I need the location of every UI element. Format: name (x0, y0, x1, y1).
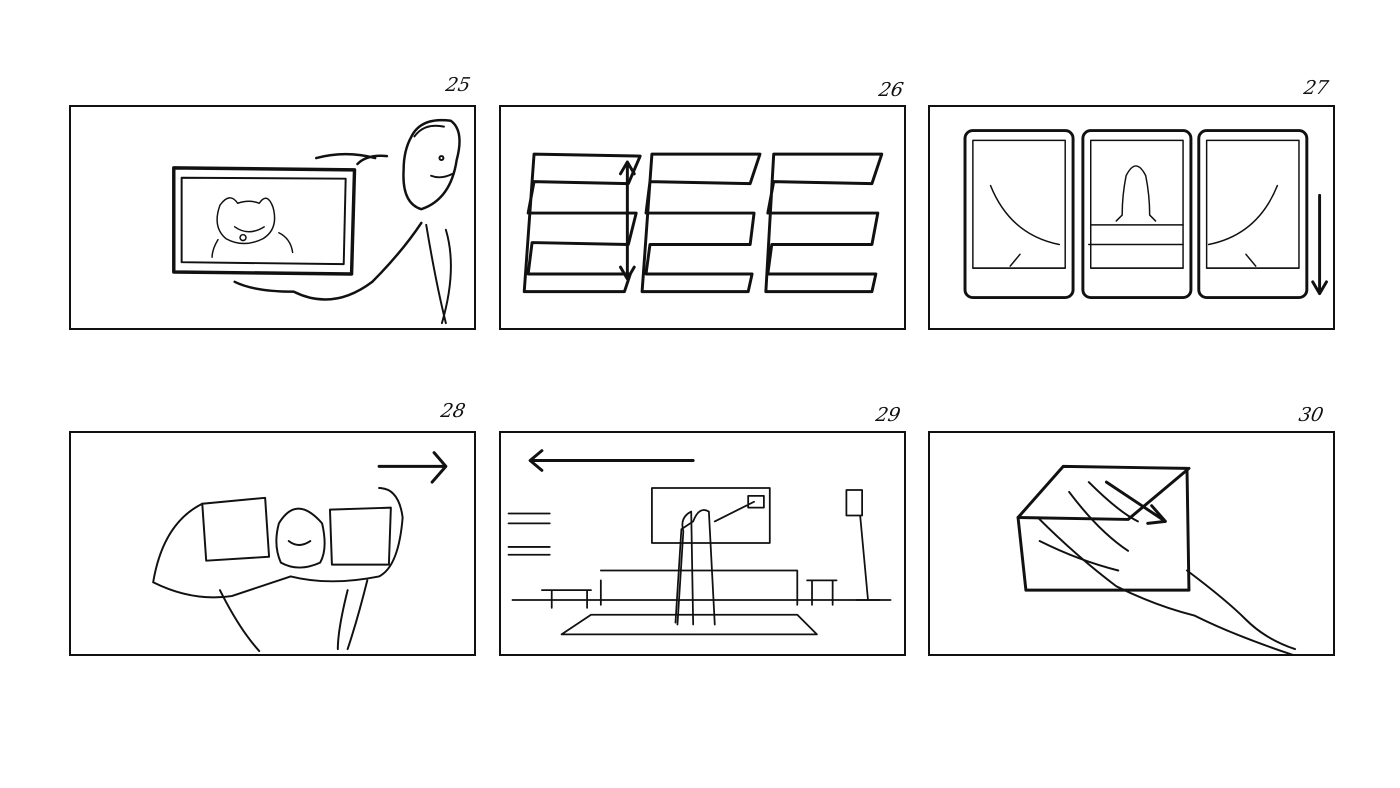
storyboard-panel-25 (69, 105, 476, 330)
storyboard-panel-27 (928, 105, 1335, 330)
sketch-couple-selfie-living-room (507, 449, 892, 636)
panel-number-30: 30 (1297, 404, 1326, 426)
sketch-person-lifting-boxes (152, 451, 448, 653)
panel-number-28: 28 (439, 400, 468, 422)
storyboard-panel-29 (499, 431, 906, 656)
sketch-hand-pushing-box (1016, 464, 1297, 654)
storyboard-panel-30 (928, 431, 1335, 656)
sketch-person-holding-tv (172, 118, 461, 325)
panel-number-25: 25 (444, 74, 473, 96)
storyboard-panel-26 (499, 105, 906, 330)
panel-number-29: 29 (874, 404, 903, 426)
sketch-three-screens (963, 129, 1328, 300)
panel-number-26: 26 (877, 79, 906, 101)
panel-number-27: 27 (1302, 77, 1331, 99)
storyboard-panel-28 (69, 431, 476, 656)
sketch-folding-panels (522, 152, 884, 294)
